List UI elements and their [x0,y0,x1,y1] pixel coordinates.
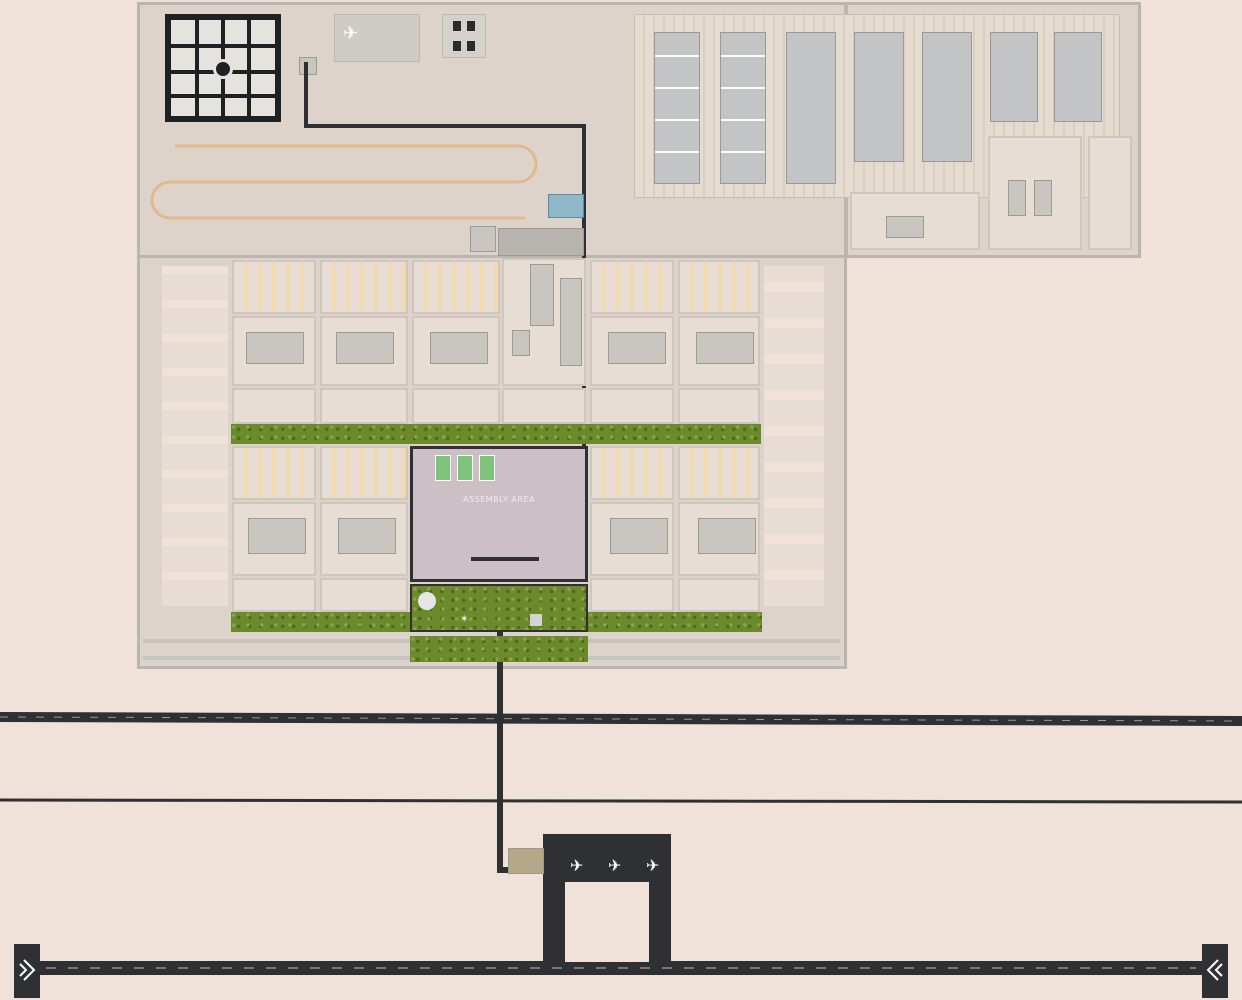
assembly-area[interactable]: ASSEMBLY AREA [410,446,588,582]
supply-yard-b4[interactable] [678,578,760,612]
green-strip-3 [588,612,762,632]
supply-yard-b3[interactable] [590,578,674,612]
supply-yard-a5[interactable] [590,388,674,424]
supply-yard-a2[interactable] [320,388,408,424]
barracks-block-a4[interactable] [590,260,674,314]
parade-line [471,557,539,561]
training-yard-b1[interactable] [232,502,316,576]
satellite-dish-icon [418,592,436,610]
west-guard-posts [162,266,228,606]
east-guard-posts [764,266,824,606]
storage-shed-1[interactable] [1008,180,1026,216]
training-yard-b3[interactable] [590,502,674,576]
sports-field-3[interactable] [479,455,495,481]
training-yard-a2[interactable] [320,316,408,386]
vehicle-pad[interactable] [442,14,486,58]
barracks-block-a3[interactable] [412,260,500,314]
green-strip-2 [231,612,411,632]
supply-yard-b2[interactable] [320,578,408,612]
helipad-area[interactable]: ✈ [334,14,420,62]
supply-yard-a6[interactable] [678,388,760,424]
headquarters[interactable] [498,228,584,256]
barracks-block-b3[interactable] [590,446,674,500]
barracks-block-b2[interactable] [320,446,408,500]
training-yard-a5[interactable] [678,316,760,386]
barracks-block-b1[interactable] [232,446,316,500]
watchtower-center [213,59,233,79]
assembly-label: ASSEMBLY AREA [463,495,535,504]
entrance-garden [410,636,588,662]
airplane-icon-1[interactable]: ✈ [570,856,584,875]
supply-yard-a3[interactable] [412,388,500,424]
detention-facility[interactable] [165,14,281,122]
barracks-block-a1[interactable] [232,260,316,314]
airfield-infield [565,906,649,962]
south-park[interactable]: ✶ [410,584,588,632]
control-tower[interactable] [508,848,544,874]
command-building[interactable] [470,226,496,252]
barracks-block-a2[interactable] [320,260,408,314]
training-yard-b2[interactable] [320,502,408,576]
vehicle-garage[interactable] [886,216,924,238]
storage-lot-2[interactable] [1088,136,1132,250]
helipad[interactable] [530,614,542,626]
barracks-block-a5[interactable] [678,260,760,314]
training-yard-b4[interactable] [678,502,760,576]
training-track[interactable] [150,140,540,224]
airplane-icon-2[interactable]: ✈ [608,856,622,875]
airplane-icon-3[interactable]: ✈ [646,856,660,875]
admin-block[interactable] [502,258,586,386]
training-yard-a4[interactable] [590,316,674,386]
green-strip-1 [231,424,761,444]
training-yard-a3[interactable] [412,316,500,386]
supply-yard-a1[interactable] [232,388,316,424]
supply-yard-a4[interactable] [502,388,586,424]
airplane-icon: ✈ [343,23,359,44]
training-yard-a1[interactable] [232,316,316,386]
supply-yard-b1[interactable] [232,578,316,612]
sports-field-2[interactable] [457,455,473,481]
sports-field-1[interactable] [435,455,451,481]
water-tanks[interactable] [548,194,584,218]
barracks-block-b4[interactable] [678,446,760,500]
helicopter-icon: ✶ [460,614,469,625]
storage-shed-2[interactable] [1034,180,1052,216]
